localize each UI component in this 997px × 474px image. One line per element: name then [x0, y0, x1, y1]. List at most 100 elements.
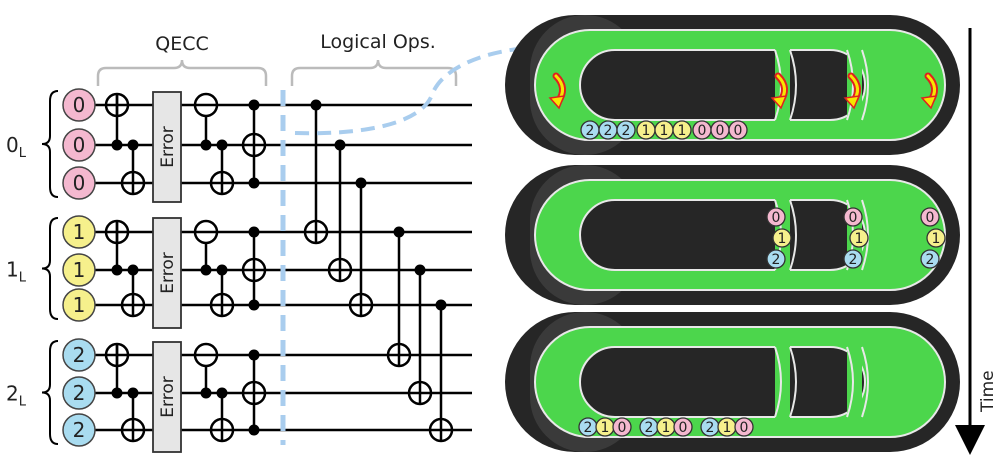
qubit-value: 1: [73, 293, 86, 317]
brace: [41, 90, 59, 198]
ion-value: 2: [772, 252, 781, 268]
logical-state-label: 1L: [6, 258, 27, 286]
ion-0: [673, 417, 693, 437]
circuit-diagram: QECC Logical Ops. 0L000Error1L111Error2L…: [6, 31, 691, 453]
track-inner: [579, 346, 866, 418]
track-inner: [579, 49, 866, 121]
qubit-value: 2: [73, 418, 86, 442]
control-dot: [248, 226, 260, 238]
control-dot: [393, 226, 405, 238]
ion-1: [849, 228, 869, 248]
qubit-initial-state: [62, 338, 96, 372]
control-dot: [127, 387, 139, 399]
ion-value: 2: [622, 123, 631, 139]
control-dot: [435, 299, 447, 311]
ion-value: 0: [772, 210, 781, 226]
logical-state-label: 2L: [6, 382, 27, 410]
ion-value: 2: [926, 252, 935, 268]
error-box: [152, 217, 182, 329]
control-dot: [355, 177, 367, 189]
qubit-initial-state: [62, 376, 96, 410]
control-dot: [414, 264, 426, 276]
ion-value: 2: [645, 420, 654, 436]
brace: [41, 340, 59, 445]
rotation-arrow-icon: [920, 72, 938, 110]
ion-value: 1: [678, 123, 687, 139]
control-dot: [111, 139, 123, 151]
ion-1: [772, 228, 792, 248]
control-dot: [216, 139, 228, 151]
ion-value: 1: [932, 231, 941, 247]
ion-value: 2: [584, 420, 593, 436]
control-dot: [127, 264, 139, 276]
ion-value: 1: [642, 123, 651, 139]
ion-0: [920, 207, 940, 227]
logical-operations: [303, 99, 454, 443]
track-gap-edge: [846, 346, 854, 418]
ion-2: [843, 249, 863, 269]
ion-value: 0: [618, 420, 627, 436]
logical-ops-label: Logical Ops.: [320, 31, 436, 53]
ion-value: 2: [849, 252, 858, 268]
control-dot: [111, 264, 123, 276]
ion-value: 2: [706, 420, 715, 436]
ion-value: 1: [723, 420, 732, 436]
logical-state-label: 0L: [6, 133, 27, 161]
ion-0: [766, 207, 786, 227]
rotation-arrow-icon: [770, 72, 788, 110]
qubit-initial-state: [62, 128, 96, 162]
ion-2: [920, 249, 940, 269]
qubit-initial-state: [62, 166, 96, 200]
curved-dashed-arrow: [294, 45, 691, 136]
ion-value: 1: [660, 123, 669, 139]
error-box: [152, 91, 182, 203]
qubit-value: 1: [73, 220, 86, 244]
rotation-arrow-icon: [548, 72, 566, 110]
control-dot: [334, 139, 346, 151]
control-dot: [248, 177, 260, 189]
ion-0: [728, 120, 748, 140]
ion-0: [843, 207, 863, 227]
ion-value: 1: [778, 231, 787, 247]
qubit-value: 0: [73, 133, 86, 157]
track-gap-edge: [846, 49, 854, 121]
ion-0: [612, 417, 632, 437]
time-label: Time: [978, 370, 997, 413]
track-gap-edge: [789, 199, 797, 271]
track-gap-edge: [789, 346, 797, 418]
ion-value: 0: [679, 420, 688, 436]
logical-ops-bracket: [290, 59, 458, 86]
qubit-initial-state: [62, 215, 96, 249]
rotation-arrow-head: [548, 95, 566, 110]
ion-value: 0: [716, 123, 725, 139]
qubit-value: 2: [73, 381, 86, 405]
qubit-initial-state: [62, 413, 96, 447]
qubit-value: 0: [73, 171, 86, 195]
error-label: Error: [158, 252, 178, 293]
rotation-arrow-head: [843, 95, 861, 110]
error-box: [152, 341, 182, 453]
control-dot: [248, 299, 260, 311]
rotation-arrow-head: [920, 95, 938, 110]
ion-value: 1: [855, 231, 864, 247]
control-dot: [200, 387, 212, 399]
qubit-value: 1: [73, 258, 86, 282]
ion-value: 1: [601, 420, 610, 436]
control-dot: [248, 349, 260, 361]
qubit-value: 0: [73, 93, 86, 117]
error-label: Error: [158, 126, 178, 167]
ion-value: 2: [586, 123, 595, 139]
ion-2: [766, 249, 786, 269]
qubit-initial-state: [62, 253, 96, 287]
track-inner: [579, 199, 866, 271]
ion-1: [926, 228, 946, 248]
error-label: Error: [158, 376, 178, 417]
qecc-bracket: [96, 59, 268, 86]
brace: [41, 217, 59, 320]
ion-value: 0: [926, 210, 935, 226]
